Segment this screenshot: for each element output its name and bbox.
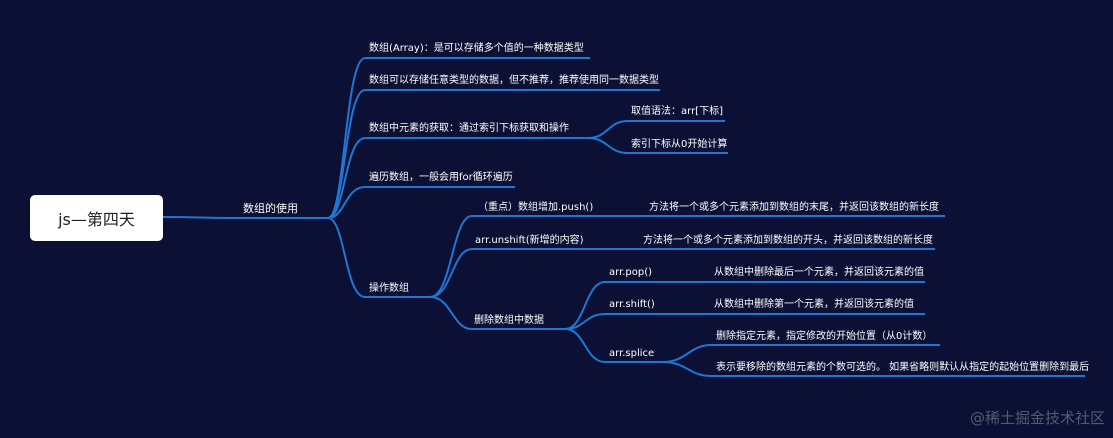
node-push-desc[interactable]: 方法将一个或多个元素添加到数组的末尾，并返回该数组的新长度	[649, 202, 939, 213]
link-del	[429, 296, 473, 330]
node-splice-desc1[interactable]: 删除指定元素，指定修改的开始位置（从0计数）	[716, 331, 933, 342]
node-shift[interactable]: arr.shift()	[609, 299, 655, 310]
link-splice	[564, 328, 606, 363]
node-del[interactable]: 删除数组中数据	[474, 315, 544, 326]
node-unshift[interactable]: arr.unshift(新增的内容)	[475, 235, 584, 246]
link-access-index	[587, 137, 629, 154]
node-store[interactable]: 数组可以存储任意类型的数据，但不推荐，推荐使用同一数据类型	[369, 75, 659, 86]
link-splice-desc2	[661, 361, 713, 377]
node-pop-desc[interactable]: 从数组中删除最后一个元素，并返回该元素的值	[714, 267, 924, 278]
branch-node[interactable]: 数组的使用	[243, 202, 298, 215]
node-access-syntax[interactable]: 取值语法：arr[下标]	[631, 106, 723, 117]
node-splice-desc2[interactable]: 表示要移除的数组元素的个数可选的。 如果省略则默认从指定的起始位置删除到最后	[716, 362, 1090, 373]
node-traverse[interactable]: 遍历数组，一般会用for循环遍历	[369, 172, 513, 183]
link-push	[429, 215, 473, 298]
node-def[interactable]: 数组(Array)：是可以存储多个值的一种数据类型	[369, 43, 584, 54]
watermark: @稀土掘金技术社区	[969, 409, 1105, 427]
link-access	[327, 137, 366, 219]
link-root-branch	[162, 216, 329, 219]
node-unshift-desc[interactable]: 方法将一个或多个元素添加到数组的开头，并返回该数组的新长度	[643, 235, 933, 246]
node-shift-desc[interactable]: 从数组中删除第一个元素，并返回该元素的值	[714, 299, 914, 310]
node-push[interactable]: （重点）数组增加.push()	[478, 202, 594, 213]
link-def	[327, 57, 366, 219]
link-access-syntax	[587, 120, 629, 139]
link-shift	[564, 313, 606, 330]
node-ops[interactable]: 操作数组	[369, 283, 409, 294]
link-ops	[327, 217, 366, 298]
node-access[interactable]: 数组中元素的获取：通过索引下标获取和操作	[369, 123, 569, 134]
node-splice[interactable]: arr.splice	[609, 348, 655, 359]
node-access-index[interactable]: 索引下标从0开始计算	[631, 139, 728, 150]
node-pop[interactable]: arr.pop()	[609, 267, 653, 278]
link-traverse	[327, 186, 366, 219]
link-splice-desc1	[661, 344, 713, 363]
link-store	[327, 89, 366, 219]
root-node[interactable]: js—第四天	[30, 195, 163, 241]
link-unshift	[429, 248, 473, 298]
